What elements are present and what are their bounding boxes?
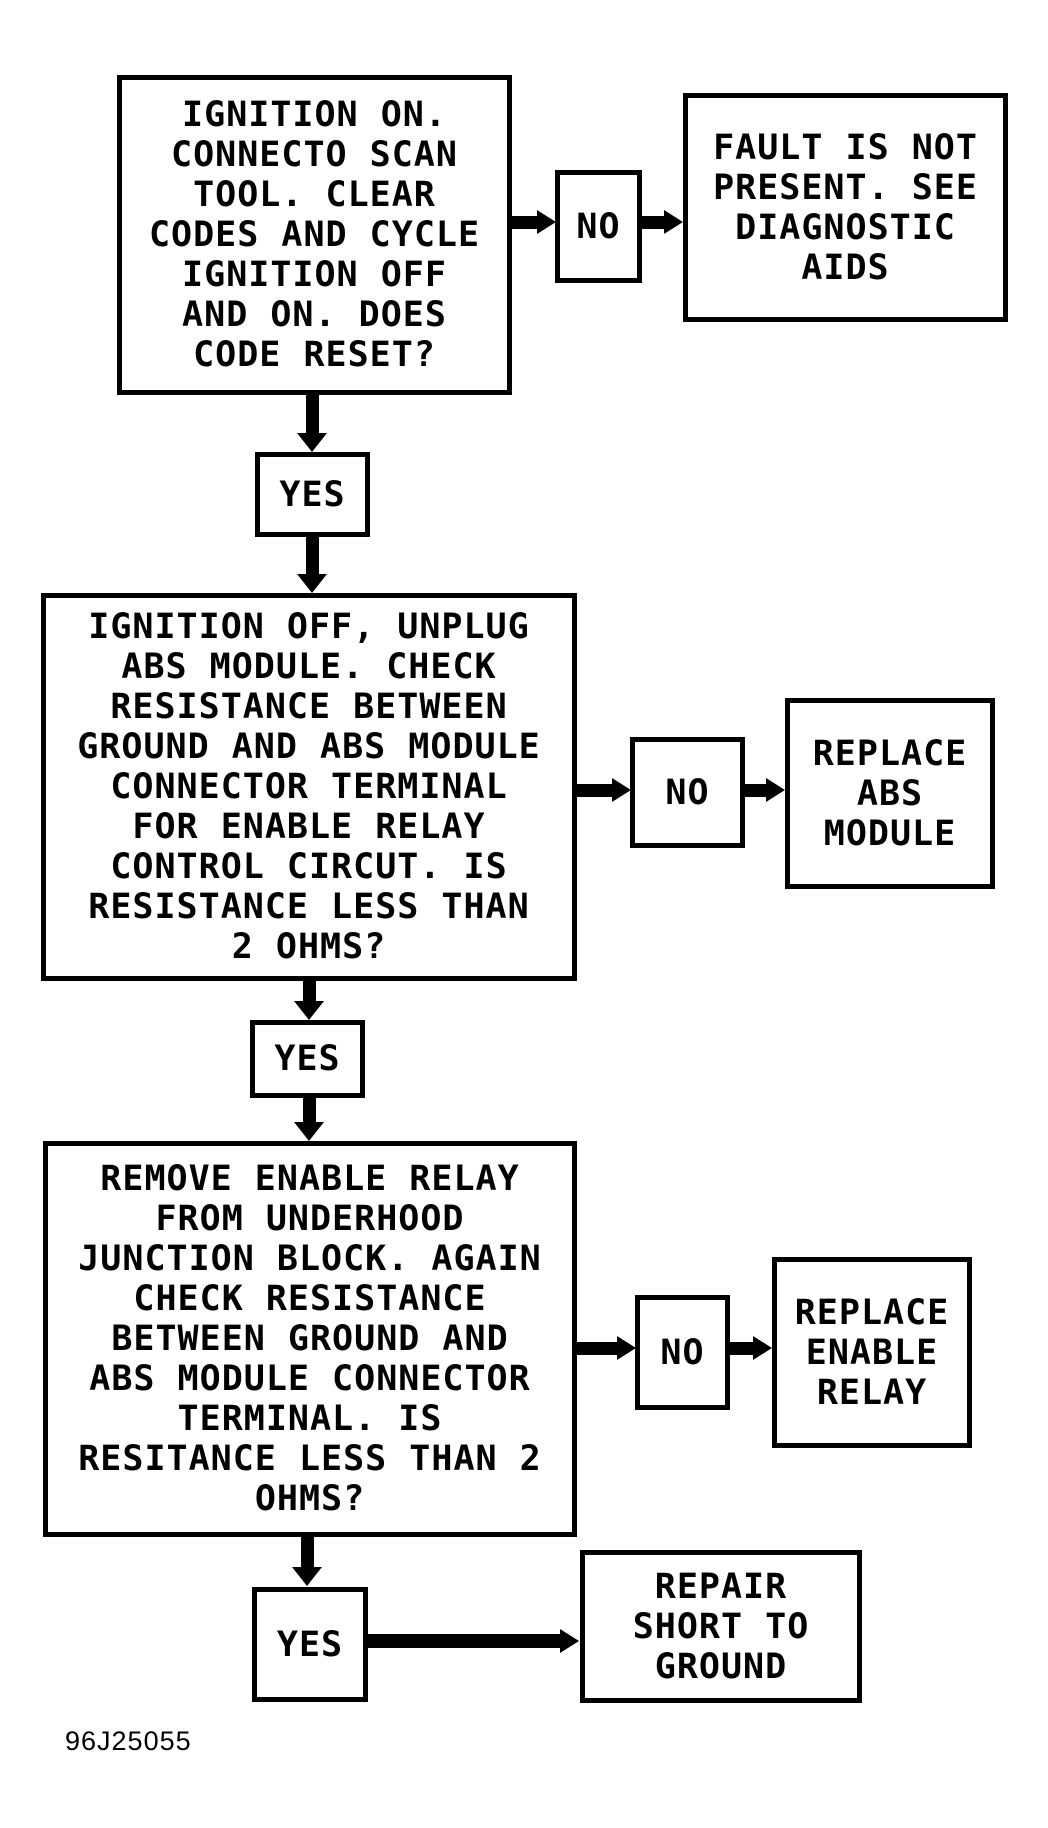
- arrow-step2-to-no2: [577, 784, 613, 797]
- arrowhead-no2-to-replace-abs: [766, 778, 785, 802]
- arrowhead-no3-to-replace-relay: [753, 1336, 772, 1360]
- arrowhead-step1-to-yes1: [297, 433, 327, 452]
- arrow-yes2-to-step3: [303, 1098, 316, 1123]
- arrow-no3-to-replace-relay: [730, 1342, 754, 1355]
- arrowhead-yes2-to-step3: [294, 1122, 324, 1141]
- arrow-step3-to-yes3: [301, 1537, 314, 1568]
- no-1-label: NO: [576, 206, 621, 247]
- no-1-box: NO: [555, 170, 642, 283]
- yes-3-box: YES: [252, 1587, 368, 1702]
- arrowhead-yes1-to-step2: [297, 574, 327, 593]
- arrow-step1-to-yes1: [306, 395, 319, 434]
- no-3-box: NO: [635, 1295, 730, 1410]
- replace-abs-module-text: REPLACE ABS MODULE: [812, 733, 968, 854]
- yes-1-label: YES: [279, 474, 346, 515]
- arrow-yes1-to-step2: [306, 537, 319, 575]
- step-2-question-box: IGNITION OFF, UNPLUG ABS MODULE. CHECK R…: [41, 593, 577, 981]
- yes-3-label: YES: [276, 1624, 344, 1665]
- arrowhead-step2-to-no2: [612, 778, 631, 802]
- yes-2-label: YES: [274, 1039, 341, 1079]
- step-3-question-box: REMOVE ENABLE RELAY FROM UNDERHOOD JUNCT…: [43, 1141, 577, 1537]
- repair-short-to-ground-box: REPAIR SHORT TO GROUND: [580, 1550, 862, 1703]
- arrowhead-step3-to-no3: [617, 1336, 636, 1360]
- no-3-label: NO: [660, 1332, 705, 1373]
- arrowhead-step1-to-no1: [537, 210, 556, 234]
- replace-abs-module-box: REPLACE ABS MODULE: [785, 698, 995, 889]
- replace-enable-relay-box: REPLACE ENABLE RELAY: [772, 1257, 972, 1448]
- repair-short-to-ground-text: REPAIR SHORT TO GROUND: [632, 1566, 810, 1687]
- yes-2-box: YES: [250, 1020, 365, 1098]
- fault-not-present-text: FAULT IS NOT PRESENT. SEE DIAGNOSTIC AID…: [713, 127, 978, 288]
- no-2-label: NO: [665, 772, 710, 813]
- step-1-question-box: IGNITION ON. CONNECTO SCAN TOOL. CLEAR C…: [117, 75, 512, 395]
- step-2-question-text: IGNITION OFF, UNPLUG ABS MODULE. CHECK R…: [77, 607, 541, 967]
- arrow-no2-to-replace-abs: [745, 784, 767, 797]
- arrowhead-no1-to-fault: [664, 210, 683, 234]
- step-1-question-text: IGNITION ON. CONNECTO SCAN TOOL. CLEAR C…: [148, 95, 481, 375]
- arrowhead-step2-to-yes2: [294, 1001, 324, 1020]
- arrow-step2-to-yes2: [303, 981, 316, 1002]
- replace-enable-relay-text: REPLACE ENABLE RELAY: [794, 1292, 950, 1413]
- fault-not-present-box: FAULT IS NOT PRESENT. SEE DIAGNOSTIC AID…: [683, 93, 1008, 322]
- step-3-question-text: REMOVE ENABLE RELAY FROM UNDERHOOD JUNCT…: [78, 1159, 542, 1519]
- arrowhead-step3-to-yes3: [292, 1567, 322, 1586]
- arrow-step3-to-no3: [577, 1342, 618, 1355]
- arrow-step1-to-no1: [512, 216, 538, 229]
- arrowhead-yes3-to-repair-short: [560, 1629, 579, 1653]
- arrow-no1-to-fault: [642, 216, 665, 229]
- figure-reference-label: 96J25055: [65, 1726, 192, 1756]
- no-2-box: NO: [630, 737, 745, 848]
- arrow-yes3-to-repair-short: [368, 1634, 561, 1648]
- yes-1-box: YES: [255, 452, 370, 537]
